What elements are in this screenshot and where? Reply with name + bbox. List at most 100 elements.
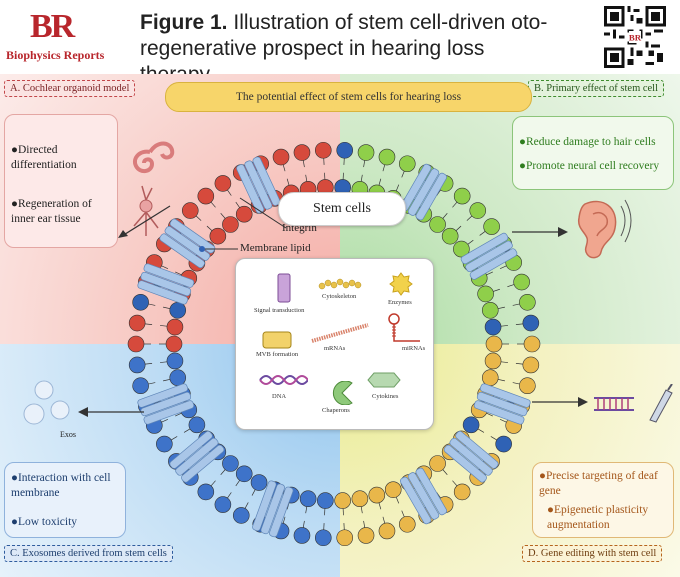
lipid-head — [483, 218, 500, 235]
section-d-item-1: ●Precise targeting of deaf gene — [539, 470, 658, 497]
lipid-head — [477, 285, 494, 303]
lipid-head — [128, 356, 146, 374]
protein-helix — [164, 226, 211, 261]
mvb-formation-icon — [262, 331, 292, 349]
lipid-head — [272, 148, 290, 166]
membrane-lipid-label: Membrane lipid — [240, 242, 311, 254]
lipid-head — [523, 335, 541, 353]
lipid-head — [169, 301, 187, 319]
protein-helix — [244, 160, 273, 210]
lipid-head — [165, 335, 183, 353]
lipid-head — [522, 356, 540, 374]
lipid-head — [484, 352, 502, 370]
lipid-head — [357, 527, 375, 544]
cell-membrane-ring — [127, 141, 541, 547]
protein-helix — [252, 480, 277, 532]
section-c-item-1: ●Interaction with cell membrane — [11, 472, 111, 499]
protein-helix — [260, 483, 285, 535]
lipid-head — [398, 155, 416, 173]
lipid-head — [384, 481, 402, 498]
dna-icon — [259, 375, 308, 385]
membrane-protein — [443, 430, 499, 483]
lipid-head — [495, 435, 512, 453]
protein-helix — [175, 437, 219, 476]
protein-helix — [137, 383, 189, 408]
membrane-protein — [460, 232, 518, 280]
cytokines-icon — [367, 372, 401, 388]
arrow-to-exosomes-icon — [78, 407, 144, 417]
dna-label: DNA — [272, 393, 287, 400]
cochlea-icon — [133, 141, 175, 236]
lipid-head — [469, 202, 487, 219]
journal-name: Biophysics Reports — [6, 48, 105, 62]
lipid-head — [519, 293, 536, 311]
protein-helix — [449, 437, 493, 476]
protein-helix — [460, 232, 509, 265]
lipid-head — [222, 455, 239, 472]
lipid-head — [169, 369, 187, 387]
section-c-item-2: ●Low toxicity — [11, 516, 78, 528]
protein-helix — [143, 400, 195, 425]
section-a-box: ●Directed differentiation ●Regeneration … — [4, 114, 118, 248]
lipid-head — [453, 187, 471, 205]
mrnas-icon — [311, 323, 369, 343]
membrane-protein — [137, 263, 195, 305]
lipid-head — [128, 314, 146, 332]
section-b-item-2: ●Promote neural cell recovery — [519, 160, 660, 172]
section-c-title: C. Exosomes derived from stem cells — [4, 545, 173, 562]
lipid-head — [181, 202, 199, 219]
lipid-head — [481, 369, 499, 387]
enzymes-icon — [389, 272, 413, 296]
lipid-head — [293, 144, 311, 161]
exos-label: Exos — [60, 430, 76, 439]
lipid-head — [214, 175, 232, 192]
section-d-title: D. Gene editing with stem cell — [522, 545, 663, 562]
lipid-head — [197, 483, 215, 501]
section-a-title: A. Cochlear organoid model — [4, 80, 136, 97]
arrow-to-ear-icon — [512, 227, 568, 237]
protein-helix — [169, 218, 216, 254]
integrin-pointer-icon — [239, 197, 287, 229]
section-c-box: ●Interaction with cell membrane ●Low tox… — [4, 462, 126, 538]
protein-helix — [269, 486, 294, 538]
section-b-title: B. Primary effect of stem cell — [528, 80, 665, 97]
protein-helix — [479, 383, 531, 408]
main-banner: The potential effect of stem cells for h… — [165, 82, 532, 112]
protein-helix — [159, 233, 205, 269]
lipid-head — [166, 318, 184, 336]
lipid-head — [334, 492, 351, 509]
section-b-box: ●Reduce damage to hair cells ●Promote ne… — [512, 116, 674, 190]
membrane-protein — [399, 467, 448, 525]
protein-helix — [140, 271, 192, 297]
lipid-head — [398, 515, 416, 533]
lipid-head — [485, 335, 503, 353]
lipid-head — [453, 483, 471, 501]
mrnas-label: mRNAs — [324, 345, 346, 352]
lipid-head — [299, 490, 317, 508]
cytokines-label: Cytokines — [372, 393, 399, 400]
exosome-vesicles-icon — [23, 380, 70, 425]
mirnas-icon — [388, 313, 420, 342]
dna-editing-icon — [594, 384, 673, 423]
lipid-head — [222, 216, 239, 233]
lipid-head — [484, 318, 502, 336]
lipid-head — [293, 527, 311, 544]
protein-helix — [140, 391, 192, 417]
stem-cell-contents-panel: Signal transduction Cytoskeleton Enzymes… — [235, 258, 434, 430]
svg-text:BR: BR — [629, 33, 642, 43]
protein-helix — [407, 472, 440, 520]
lipid-head — [209, 227, 227, 245]
lipid-head — [378, 522, 396, 540]
chaperons-icon — [332, 381, 353, 405]
lipid-head — [357, 144, 375, 161]
signal-transduction-icon — [277, 273, 291, 303]
cytoskeleton-icon — [318, 278, 362, 290]
lipid-head — [314, 529, 332, 547]
protein-helix — [169, 430, 213, 469]
protein-helix — [473, 400, 525, 425]
lipid-head — [156, 435, 173, 453]
section-b-item-1: ●Reduce damage to hair cells — [519, 136, 656, 148]
protein-helix — [465, 240, 513, 273]
protein-helix — [137, 280, 189, 305]
protein-helix — [415, 172, 448, 221]
